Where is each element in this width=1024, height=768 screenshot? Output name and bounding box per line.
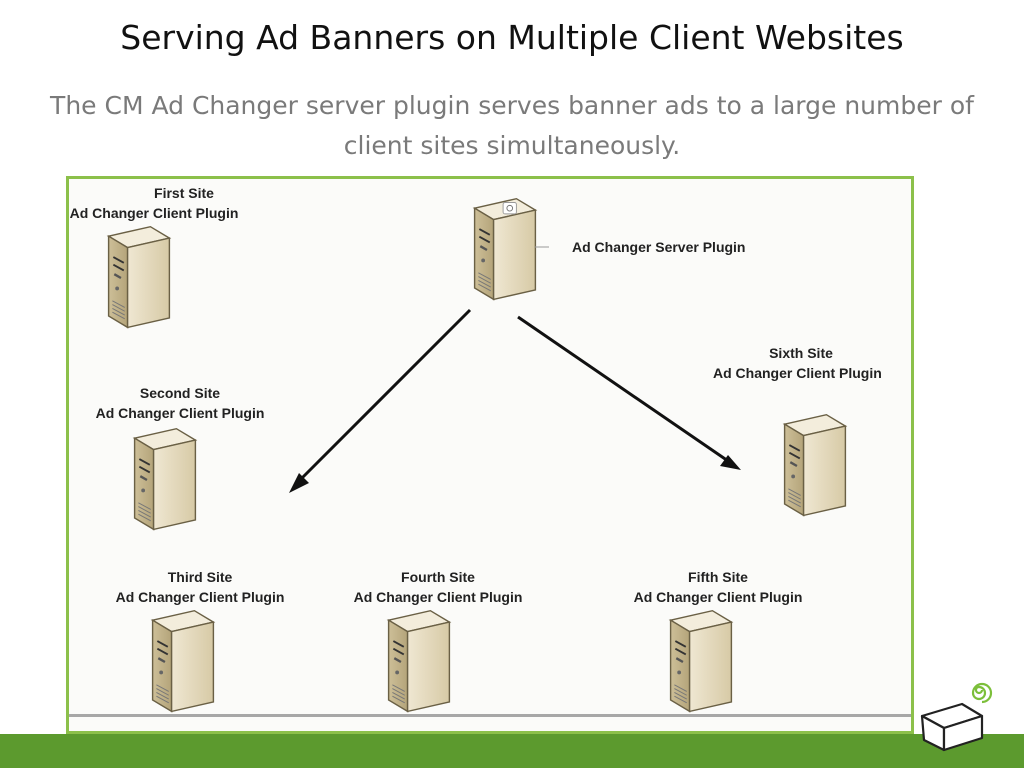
arrows xyxy=(289,308,741,493)
client-site-label: Sixth Site xyxy=(769,345,833,361)
server-icon xyxy=(783,413,847,517)
client-site-label: Fifth Site xyxy=(688,569,748,585)
logo-spiral-icon xyxy=(971,682,993,704)
client-plugin-label: Ad Changer Client Plugin xyxy=(69,205,239,221)
client-plugin-label: Ad Changer Client Plugin xyxy=(713,365,882,381)
server-icon xyxy=(387,609,451,713)
server-label: Ad Changer Server Plugin xyxy=(572,239,746,255)
client-node-4: Fourth Site Ad Changer Client Plugin xyxy=(327,567,549,607)
client-node-3: Third Site Ad Changer Client Plugin xyxy=(89,567,311,607)
client-node-2: Second Site Ad Changer Client Plugin xyxy=(69,383,291,423)
slide-title: Serving Ad Banners on Multiple Client We… xyxy=(120,18,904,57)
connector-line xyxy=(535,246,549,248)
logo xyxy=(920,682,993,752)
client-site-label: Third Site xyxy=(167,569,233,585)
client-site-label: Fourth Site xyxy=(401,569,475,585)
logo-box-icon xyxy=(920,702,984,752)
client-plugin-label: Ad Changer Client Plugin xyxy=(353,589,523,605)
client-node-5: Fifth Site Ad Changer Client Plugin xyxy=(607,567,829,607)
diagram-bottom-rule xyxy=(69,714,911,717)
server-icon xyxy=(133,427,197,531)
client-node-6: Sixth Site Ad Changer Client Plugin xyxy=(711,343,911,383)
server-icon xyxy=(151,609,215,713)
server-icon xyxy=(107,225,171,329)
client-plugin-label: Ad Changer Client Plugin xyxy=(633,589,803,605)
client-site-label: Second Site xyxy=(139,385,221,401)
client-plugin-label: Ad Changer Client Plugin xyxy=(95,405,265,421)
footer-bar xyxy=(0,734,1024,768)
client-site-label: First Site xyxy=(154,185,214,201)
server-icon xyxy=(669,609,733,713)
server-icon xyxy=(473,197,537,301)
client-node-1: First Site Ad Changer Client Plugin xyxy=(69,183,279,223)
slide-subtitle: The CM Ad Changer server plugin serves b… xyxy=(50,91,974,160)
diagram-frame: Ad Changer Server Plugin First Site Ad C… xyxy=(66,176,914,734)
arrow-icon xyxy=(289,308,472,493)
arrow-icon xyxy=(517,315,741,470)
client-plugin-label: Ad Changer Client Plugin xyxy=(115,589,285,605)
